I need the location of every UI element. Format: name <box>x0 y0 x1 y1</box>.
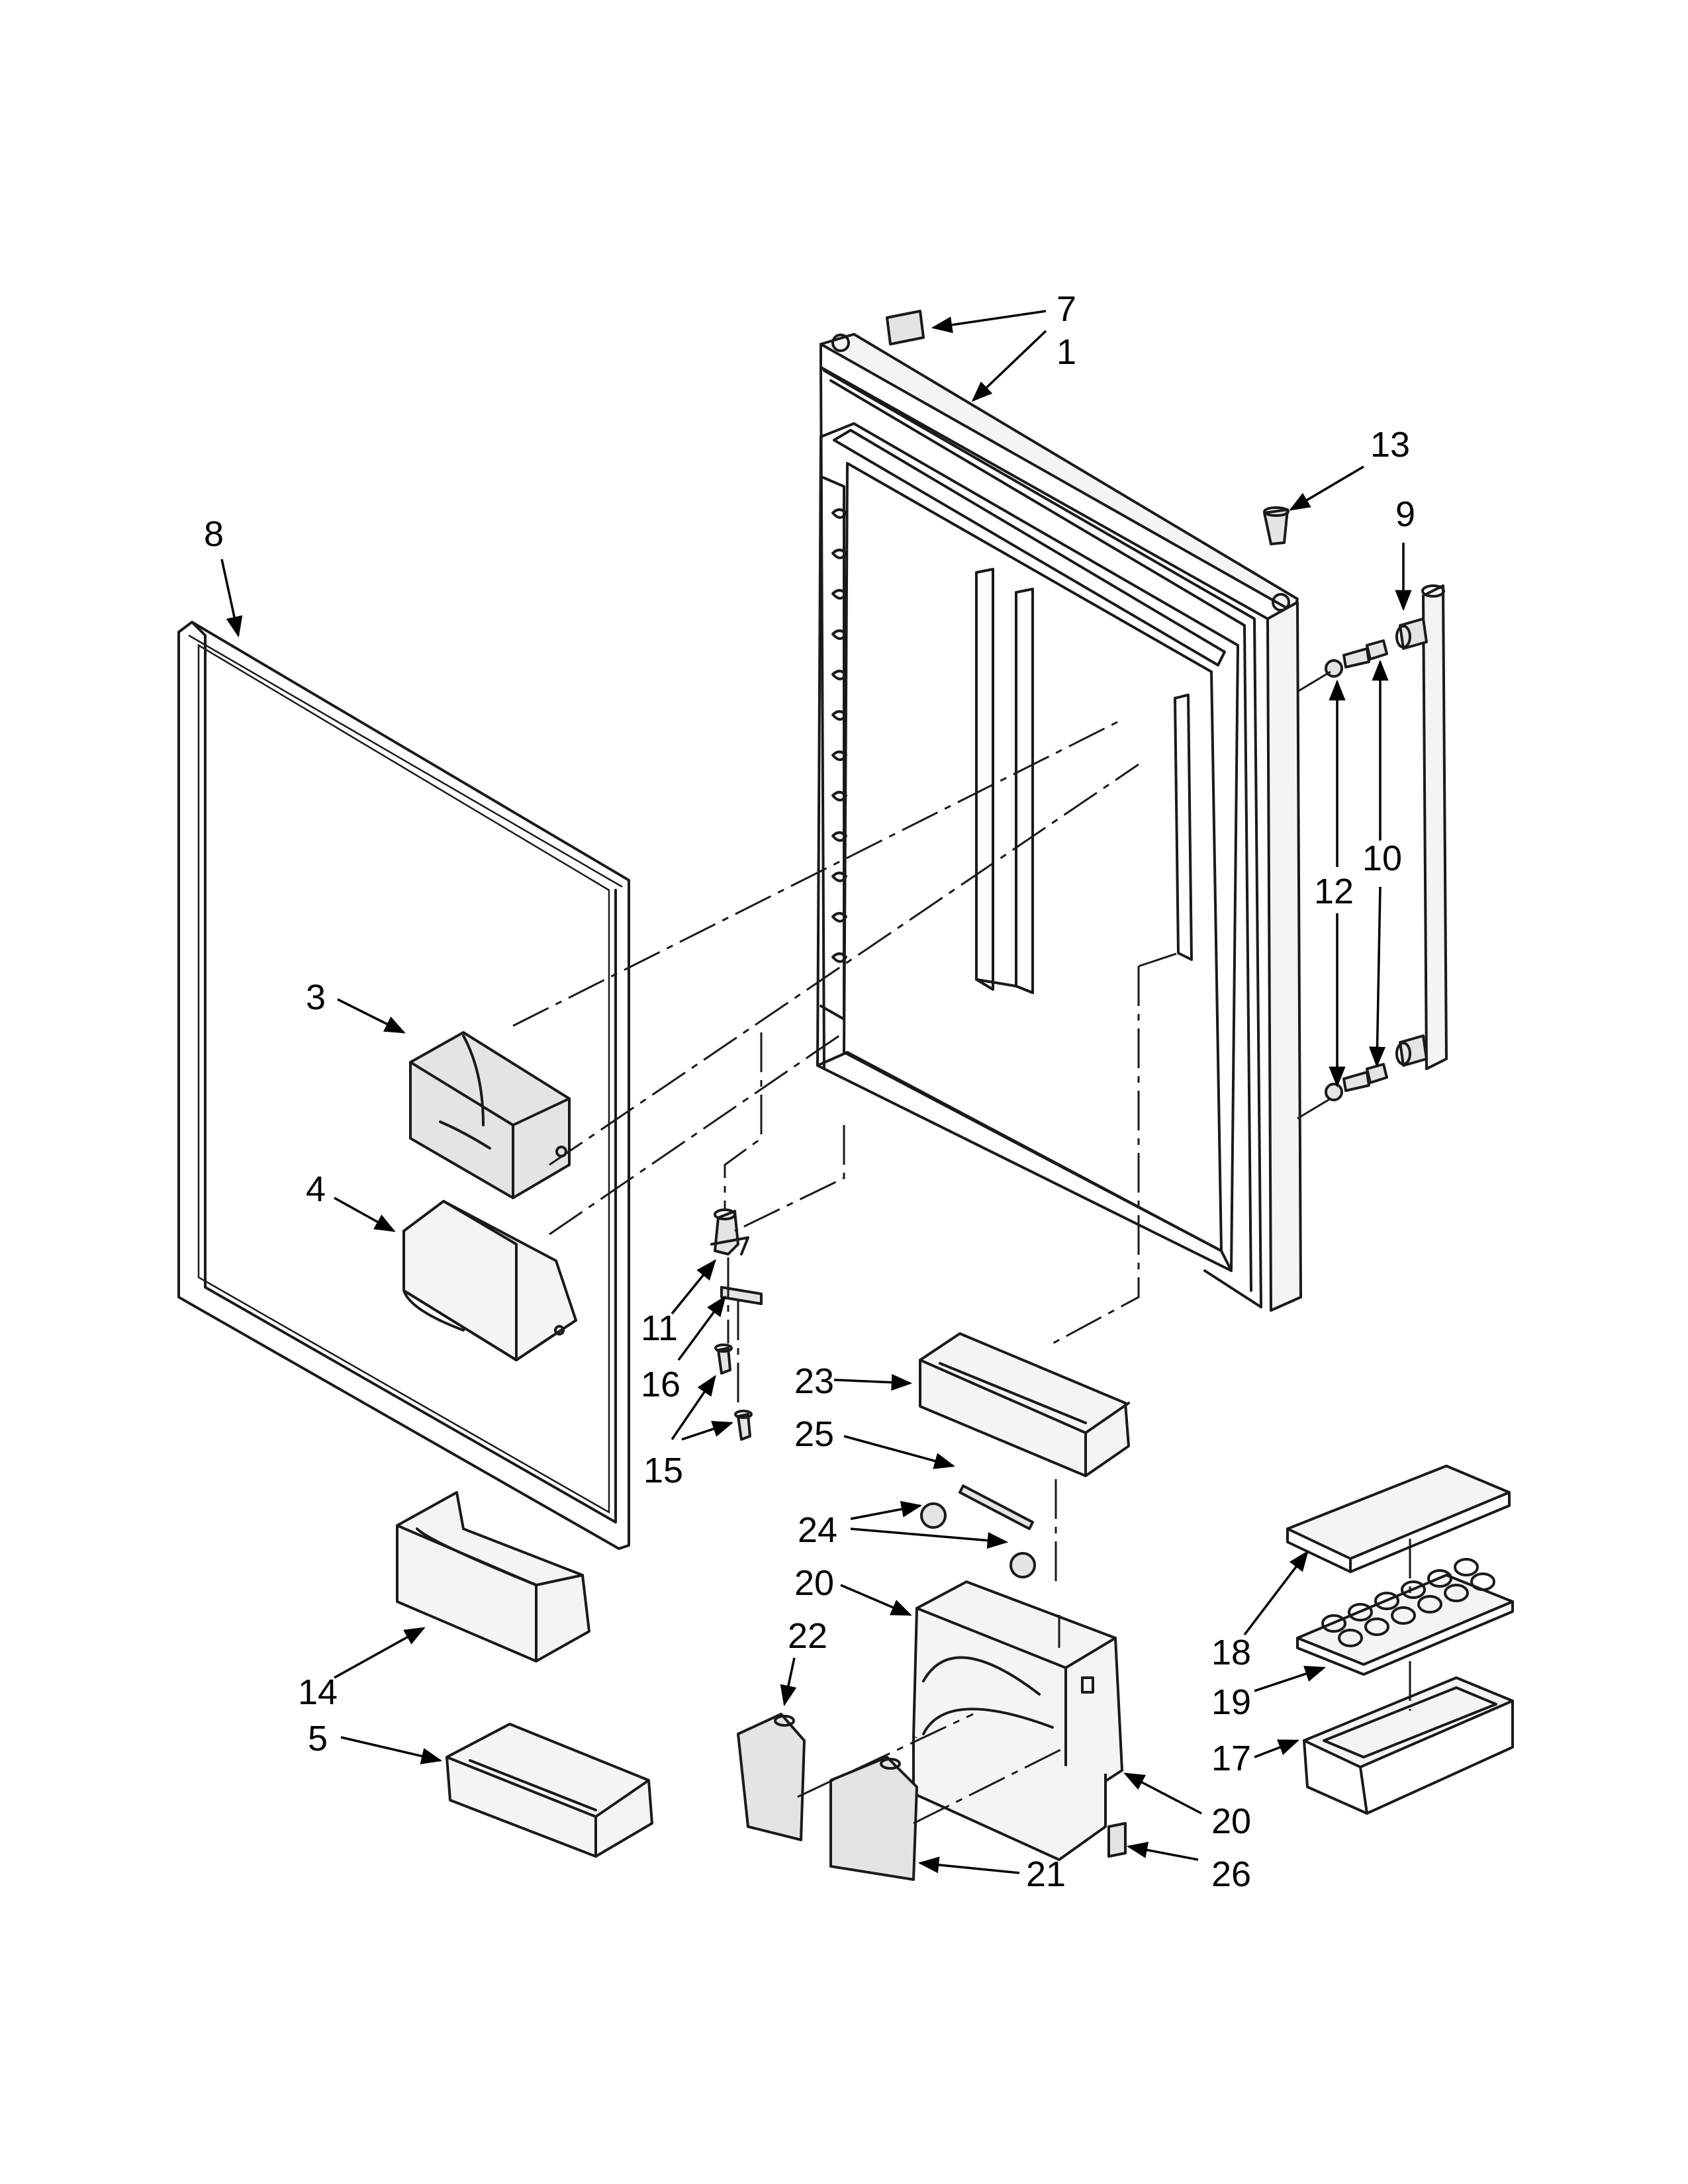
shelf-support-bump <box>831 952 847 963</box>
part-18-ice-tray-cover <box>1286 1465 1511 1573</box>
part-9-handle <box>1395 584 1448 1070</box>
part-15-screws <box>714 1343 753 1441</box>
callout-20-lower: 20 <box>1211 1801 1251 1841</box>
part-24-clips <box>920 1502 1036 1578</box>
callout-9: 9 <box>1395 494 1415 534</box>
alignment-lines <box>512 670 1411 1825</box>
callout-19: 19 <box>1211 1682 1251 1722</box>
ice-cup <box>1444 1584 1469 1602</box>
part-19-ice-tray <box>1296 1558 1514 1676</box>
part-4-dairy-bin <box>402 1200 577 1361</box>
part-14-door-bin <box>396 1491 590 1662</box>
shelf-support-bump <box>831 508 847 519</box>
shelf-support-bump <box>831 751 847 761</box>
part-20-dispenser-housing <box>912 1580 1123 1861</box>
shelf-support-bump <box>831 629 847 640</box>
part-17-ice-bin <box>1303 1676 1514 1815</box>
part-22-cover <box>737 1713 806 1841</box>
shelf-support-bump <box>831 831 847 842</box>
ice-cup <box>1454 1558 1479 1576</box>
shelf-support-bump <box>831 791 847 801</box>
callout-12: 12 <box>1314 872 1354 911</box>
ice-cup <box>1338 1629 1363 1647</box>
ice-cup <box>1401 1580 1426 1599</box>
ice-cup <box>1427 1569 1452 1588</box>
part-13-plug <box>1263 506 1289 545</box>
callout-20-upper: 20 <box>794 1563 834 1603</box>
callout-23: 23 <box>794 1361 834 1401</box>
callout-3: 3 <box>306 978 326 1017</box>
callout-5: 5 <box>308 1719 328 1758</box>
callout-11: 11 <box>641 1308 678 1348</box>
part-5-bin <box>445 1723 653 1858</box>
ice-cup <box>1417 1595 1442 1614</box>
ice-cup <box>1470 1572 1495 1591</box>
callout-10: 10 <box>1362 839 1402 878</box>
callout-17: 17 <box>1211 1739 1251 1778</box>
part-1-door-frame <box>816 333 1302 1312</box>
callout-16: 16 <box>641 1365 680 1404</box>
shelf-support-bump <box>831 670 847 680</box>
part-8-door-gasket <box>177 621 630 1550</box>
callout-25: 25 <box>794 1414 834 1454</box>
callout-4: 4 <box>306 1169 326 1209</box>
shelf-support-bump <box>831 549 847 559</box>
callout-14: 14 <box>298 1672 338 1712</box>
callout-26: 26 <box>1211 1854 1251 1894</box>
ice-cup <box>1374 1592 1399 1610</box>
shelf-support-bump <box>831 912 847 923</box>
ice-cup <box>1321 1614 1346 1633</box>
part-16-hinge-bracket <box>720 1286 763 1305</box>
part-1-shelf-bumps <box>831 508 847 963</box>
part-11-hinge-pin <box>710 1208 749 1255</box>
callout-labels: 7 1 13 8 9 10 12 3 4 11 16 15 23 25 24 2… <box>204 289 1415 1894</box>
callout-21: 21 <box>1026 1854 1066 1894</box>
ice-cup <box>1391 1606 1416 1625</box>
part-23-door-bin <box>919 1332 1130 1477</box>
part-25-rod <box>959 1484 1034 1530</box>
part-26-clip <box>1107 1822 1127 1858</box>
shelf-support-bump <box>831 589 847 600</box>
leader-lines <box>220 310 1412 1874</box>
callout-22: 22 <box>788 1616 827 1656</box>
callout-8: 8 <box>204 514 224 554</box>
ice-cup <box>1348 1603 1373 1621</box>
part-3-dairy-compartment <box>409 1031 571 1199</box>
shelf-support-bump <box>831 710 847 721</box>
callout-7: 7 <box>1056 289 1076 329</box>
callout-24: 24 <box>798 1510 837 1550</box>
part-21-cover <box>829 1756 918 1881</box>
callout-1: 1 <box>1056 332 1076 372</box>
callout-13: 13 <box>1370 425 1410 465</box>
callout-15: 15 <box>643 1451 683 1490</box>
part-7-label-plate <box>886 310 925 345</box>
ice-cup <box>1364 1617 1389 1636</box>
callout-18: 18 <box>1211 1633 1251 1672</box>
shelf-support-bump <box>831 872 847 882</box>
